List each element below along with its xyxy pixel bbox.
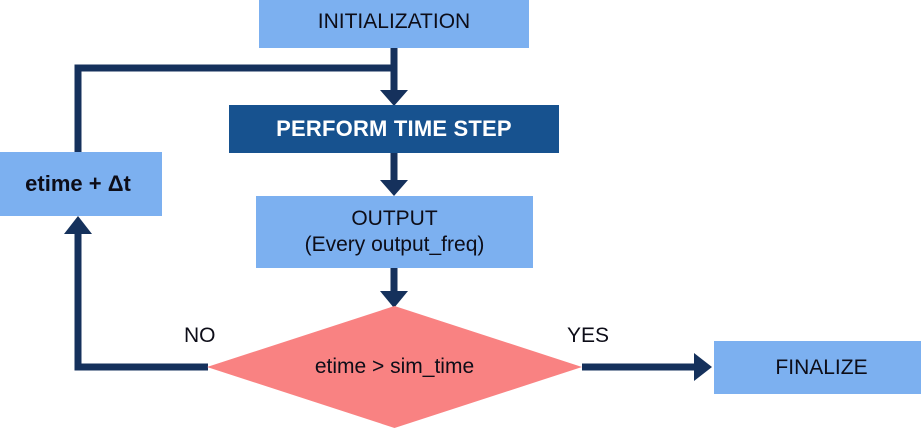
node-decision-label: etime > sim_time <box>314 355 475 378</box>
edge-label-yes: YES <box>567 324 610 347</box>
node-output[interactable]: OUTPUT (Every output_freq) <box>256 196 533 268</box>
node-finalize[interactable]: FINALIZE <box>714 341 921 394</box>
node-etime-increment-label: etime + Δt <box>25 170 131 196</box>
edge-decision-to-finalize <box>582 353 712 381</box>
edge-init-to-step <box>380 47 408 106</box>
decision-diamond-shape <box>207 306 582 428</box>
node-decision[interactable]: etime > sim_time <box>207 306 582 428</box>
node-output-label-line1: OUTPUT <box>351 207 438 231</box>
node-perform-time-step-label: PERFORM TIME STEP <box>276 115 512 141</box>
edge-step-to-output <box>380 152 408 196</box>
node-initialization[interactable]: INITIALIZATION <box>259 0 529 48</box>
node-output-label-line2: (Every output_freq) <box>304 233 485 256</box>
node-perform-time-step[interactable]: PERFORM TIME STEP <box>229 105 559 153</box>
edge-output-to-decision <box>380 268 408 308</box>
node-etime-increment[interactable]: etime + Δt <box>0 152 162 216</box>
edge-label-no: NO <box>184 324 216 347</box>
node-initialization-label: INITIALIZATION <box>317 10 471 34</box>
node-finalize-label: FINALIZE <box>775 355 868 379</box>
